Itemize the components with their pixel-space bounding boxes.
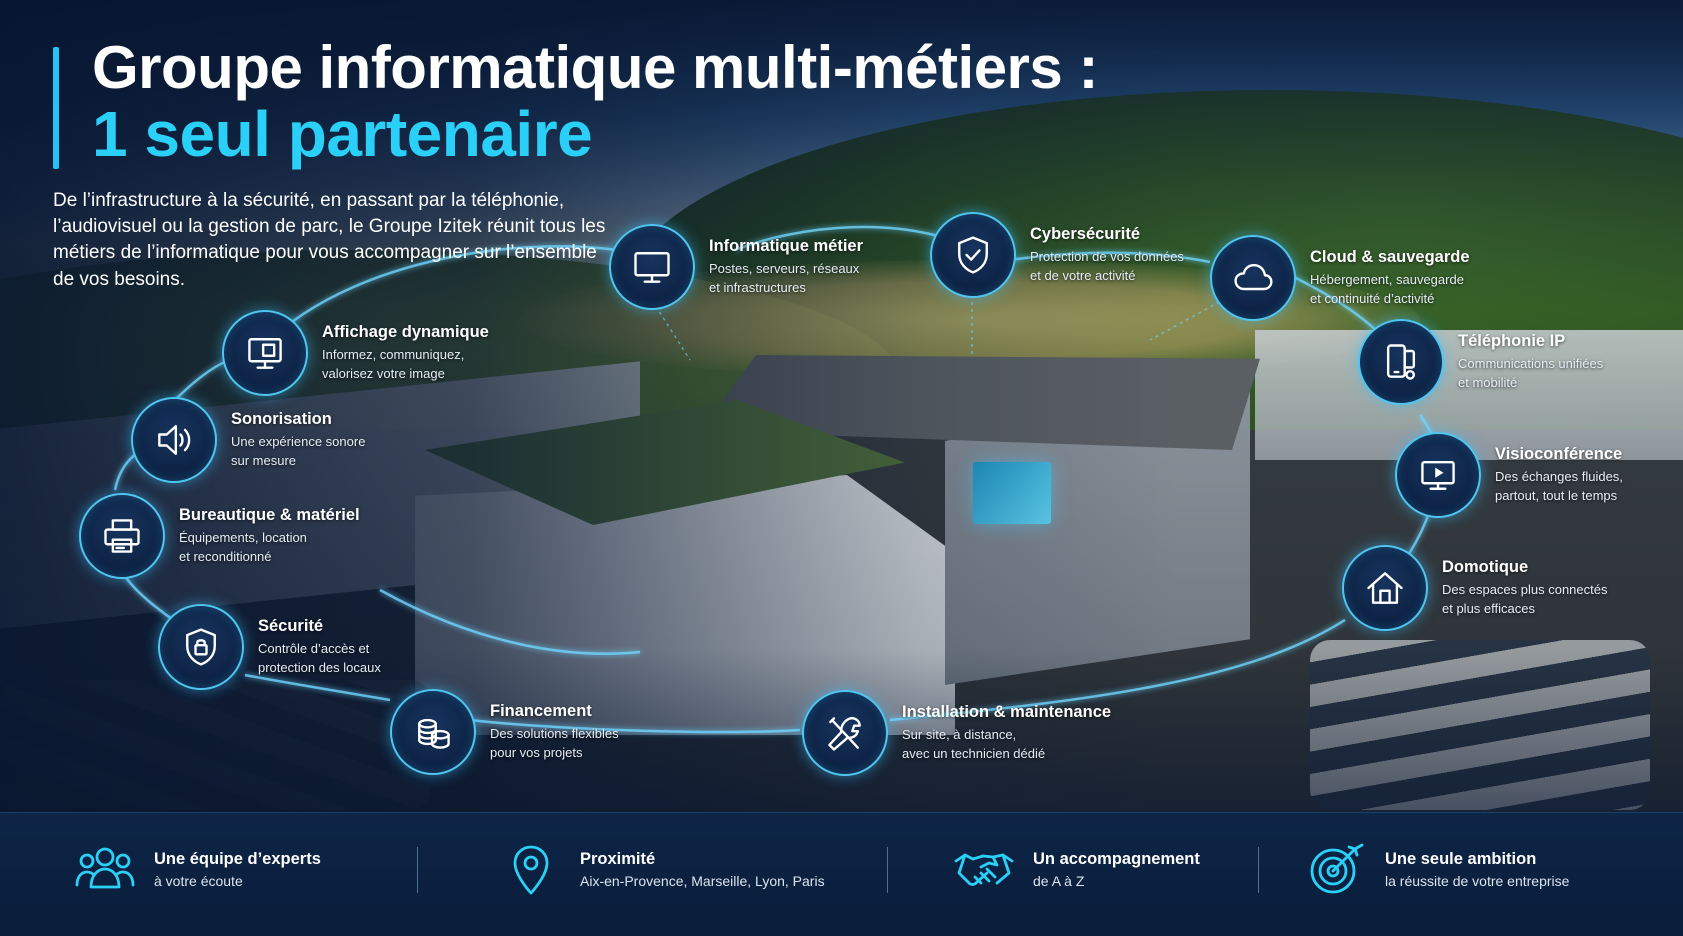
- service-desc-1: Hébergement, sauvegarde: [1310, 272, 1464, 288]
- service-title: Domotique: [1442, 558, 1529, 577]
- service-title: Cybersécurité: [1030, 225, 1141, 244]
- coins-icon: [390, 689, 476, 775]
- shield-check-icon: [930, 212, 1016, 298]
- speaker-icon: [131, 397, 217, 483]
- monitor-icon: [609, 224, 695, 310]
- service-title: Téléphonie IP: [1458, 332, 1566, 351]
- service-desc-1: Des solutions flexibles: [490, 726, 619, 742]
- service-sonorisation[interactable]: Sonorisation Une expérience sonore sur m…: [131, 397, 365, 483]
- cloud-icon: [1210, 235, 1296, 321]
- service-desc-2: et mobilité: [1458, 374, 1518, 390]
- service-desc-2: sur mesure: [231, 452, 297, 468]
- footer-title: Une équipe d’experts: [154, 849, 321, 868]
- footer-desc: à votre écoute: [154, 872, 243, 889]
- service-title: Visioconférence: [1495, 445, 1623, 464]
- service-desc-1: Des espaces plus connectés: [1442, 582, 1608, 598]
- service-desc-1: Équipements, location: [179, 530, 307, 546]
- service-desc-1: Contrôle d’accès et: [258, 641, 370, 657]
- service-title: Financement: [490, 702, 592, 721]
- service-informatique-metier[interactable]: Informatique métier Postes, serveurs, ré…: [609, 224, 863, 310]
- intro-text: De l’infrastructure à la sécurité, en pa…: [53, 190, 606, 290]
- service-desc-2: et reconditionné: [179, 548, 272, 564]
- title-accent-bar: [53, 47, 59, 169]
- footer-title: Un accompagnement: [1033, 849, 1200, 868]
- footer-desc: de A à Z: [1033, 872, 1085, 889]
- display-icon: [222, 310, 308, 396]
- footer-title: Une seule ambition: [1385, 849, 1537, 868]
- service-title: Informatique métier: [709, 237, 864, 256]
- service-cybersecurite[interactable]: Cybersécurité Protection de vos données …: [930, 212, 1184, 298]
- footer-bar: Une équipe d’experts à votre écoute Prox…: [0, 812, 1683, 936]
- team-icon: [75, 847, 135, 889]
- footer-desc: Aix-en-Provence, Marseille, Lyon, Paris: [580, 872, 825, 889]
- service-financement[interactable]: Financement Des solutions flexibles pour…: [390, 689, 619, 775]
- service-telephonie-ip[interactable]: Téléphonie IP Communications unifiées et…: [1358, 319, 1603, 405]
- location-pin-icon: [513, 845, 549, 895]
- service-desc-2: protection des locaux: [258, 659, 381, 675]
- title-line-1: Groupe informatique multi-métiers :: [92, 34, 1098, 101]
- handshake-icon: [954, 853, 1014, 886]
- service-title: Sécurité: [258, 617, 324, 636]
- footer-divider: [887, 847, 888, 893]
- page-title: Groupe informatique multi-métiers : 1 se…: [92, 36, 1098, 168]
- service-title: Sonorisation: [231, 410, 332, 429]
- service-desc-1: Sur site, à distance,: [902, 727, 1017, 743]
- printer-icon: [79, 493, 165, 579]
- service-desc-2: et infrastructures: [709, 279, 806, 295]
- footer-item-accompagnement: Un accompagnement de A à Z: [953, 841, 1200, 897]
- lock-shield-icon: [158, 604, 244, 690]
- service-desc-2: avec un technicien dédié: [902, 745, 1046, 761]
- service-visioconference[interactable]: Visioconférence Des échanges fluides, pa…: [1395, 432, 1623, 518]
- service-desc-2: et de votre activité: [1030, 267, 1136, 283]
- service-desc-2: partout, tout le temps: [1495, 487, 1618, 503]
- service-desc-1: Communications unifiées: [1458, 356, 1604, 372]
- footer-item-ambition: Une seule ambition la réussite de votre …: [1305, 841, 1569, 897]
- footer-title: Proximité: [580, 849, 656, 868]
- service-desc-2: et plus efficaces: [1442, 600, 1535, 616]
- service-desc-2: pour vos projets: [490, 744, 583, 760]
- service-desc-2: et continuité d’activité: [1310, 290, 1435, 306]
- service-title: Affichage dynamique: [322, 323, 489, 342]
- service-domotique[interactable]: Domotique Des espaces plus connectés et …: [1342, 545, 1607, 631]
- title-line-2: 1 seul partenaire: [92, 98, 593, 170]
- home-icon: [1342, 545, 1428, 631]
- service-title: Bureautique & matériel: [179, 506, 360, 525]
- footer-item-team: Une équipe d’experts à votre écoute: [74, 841, 321, 897]
- service-cloud-sauvegarde[interactable]: Cloud & sauvegarde Hébergement, sauvegar…: [1210, 235, 1470, 321]
- footer-divider: [1258, 847, 1259, 893]
- tools-icon: [802, 690, 888, 776]
- service-bureautique-materiel[interactable]: Bureautique & matériel Équipements, loca…: [79, 493, 360, 579]
- footer-item-proximite: Proximité Aix-en-Provence, Marseille, Ly…: [500, 841, 825, 897]
- service-securite[interactable]: Sécurité Contrôle d’accès et protection …: [158, 604, 381, 690]
- service-desc-1: Informez, communiquez,: [322, 347, 465, 363]
- footer-desc: la réussite de votre entreprise: [1385, 872, 1570, 889]
- service-installation-maintenance[interactable]: Installation & maintenance Sur site, à d…: [802, 690, 1111, 776]
- service-desc-1: Une expérience sonore: [231, 434, 366, 450]
- video-conference-icon: [1395, 432, 1481, 518]
- footer-divider: [417, 847, 418, 893]
- target-icon: [1310, 843, 1364, 894]
- phone-icon: [1358, 319, 1444, 405]
- service-desc-1: Protection de vos données: [1030, 249, 1184, 265]
- service-title: Installation & maintenance: [902, 703, 1112, 722]
- service-affichage-dynamique[interactable]: Affichage dynamique Informez, communique…: [222, 310, 489, 396]
- service-desc-1: Postes, serveurs, réseaux: [709, 261, 860, 277]
- service-title: Cloud & sauvegarde: [1310, 248, 1470, 267]
- service-desc-1: Des échanges fluides,: [1495, 469, 1623, 485]
- service-desc-2: valorisez votre image: [322, 365, 445, 381]
